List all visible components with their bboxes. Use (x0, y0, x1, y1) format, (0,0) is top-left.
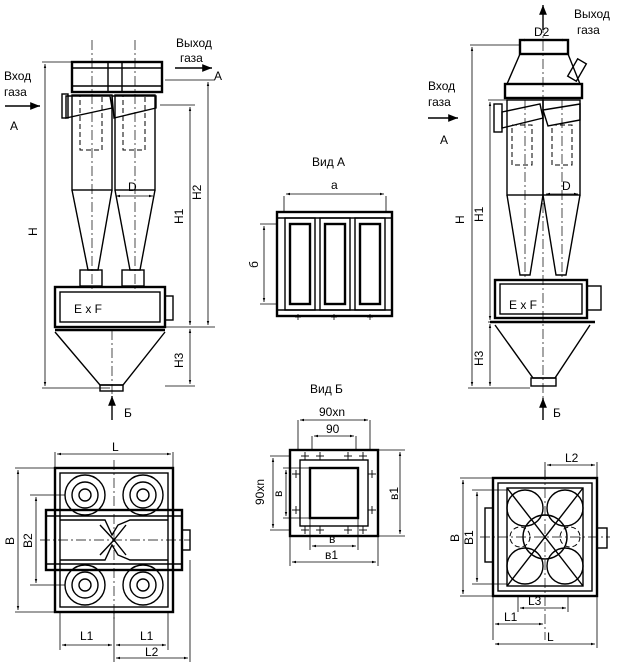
right-plan (480, 470, 610, 640)
right-plan-dim-l3: L3 (528, 594, 542, 608)
view-b-dim-v-vertical: в (271, 491, 285, 497)
view-a (260, 192, 394, 320)
view-b-dim-90: 90 (326, 422, 340, 436)
left-plan-dim-l1-left: L1 (80, 629, 94, 643)
view-b-dim-v1: в1 (325, 548, 338, 562)
view-a-dim-a: а (331, 178, 338, 192)
right-outlet-label-2: газа (577, 23, 600, 37)
left-dim-h2: H2 (190, 184, 204, 200)
left-dim-h3: H3 (172, 352, 186, 368)
right-inlet-label-2: газа (428, 95, 451, 109)
right-plan-dim-l: L (547, 630, 554, 644)
right-dim-h3: H3 (472, 350, 486, 366)
left-arrow-b: Б (124, 406, 132, 420)
left-outlet-label-2: газа (180, 51, 203, 65)
view-a-dim-b: б (247, 261, 261, 268)
left-inlet-label-1: Вход (4, 69, 31, 83)
right-plan-dim-l2: L2 (565, 451, 579, 465)
right-elevation (490, 5, 602, 400)
view-a-title: Вид А (312, 155, 345, 169)
right-elevation-dimensions (428, 38, 578, 420)
left-plan-dim-b2: B2 (21, 533, 35, 548)
right-plan-dim-l1: L1 (504, 610, 518, 624)
view-b-dim-v: в (329, 532, 335, 546)
left-elevation-dimensions (5, 61, 215, 420)
left-dim-d: D (128, 180, 137, 194)
view-b-title: Вид Б (310, 382, 343, 396)
right-outlet-label-1: Выход (574, 7, 610, 21)
left-inlet-label-2: газа (4, 85, 27, 99)
right-plan-dim-b: B (448, 534, 462, 542)
left-dim-exf: E x F (74, 302, 102, 316)
left-plan-dim-l: L (112, 440, 119, 454)
left-arrow-a-inlet: А (10, 119, 18, 133)
right-arrow-a: А (440, 133, 448, 147)
right-dim-d2: D2 (534, 25, 550, 39)
right-dim-exf: E x F (509, 298, 537, 312)
right-plan-dimensions (460, 462, 598, 648)
left-plan-dim-b: B (3, 537, 17, 545)
right-plan-dim-b1: B1 (462, 530, 476, 545)
right-dim-d: D (562, 179, 571, 193)
right-dim-h: H (453, 215, 467, 224)
left-plan-dim-l2: L2 (145, 645, 159, 659)
right-dim-h1: H1 (472, 206, 486, 222)
right-arrow-b: Б (553, 406, 561, 420)
left-plan-dimensions (15, 452, 191, 662)
left-arrow-a-outlet: А (214, 69, 222, 83)
view-b-dim-90xn: 90xn (319, 405, 345, 419)
left-elevation (53, 40, 174, 395)
view-b-dim-90xn-vertical: 90xn (253, 479, 267, 505)
right-inlet-label-1: Вход (428, 79, 455, 93)
left-outlet-label-1: Выход (176, 36, 212, 50)
left-plan-dim-l1-right: L1 (140, 629, 154, 643)
view-b-dim-v1-vertical: в1 (387, 487, 401, 500)
view-b (270, 418, 405, 566)
left-dim-h1: H1 (172, 208, 186, 224)
left-dim-h: H (26, 227, 40, 236)
left-plan (40, 460, 191, 620)
